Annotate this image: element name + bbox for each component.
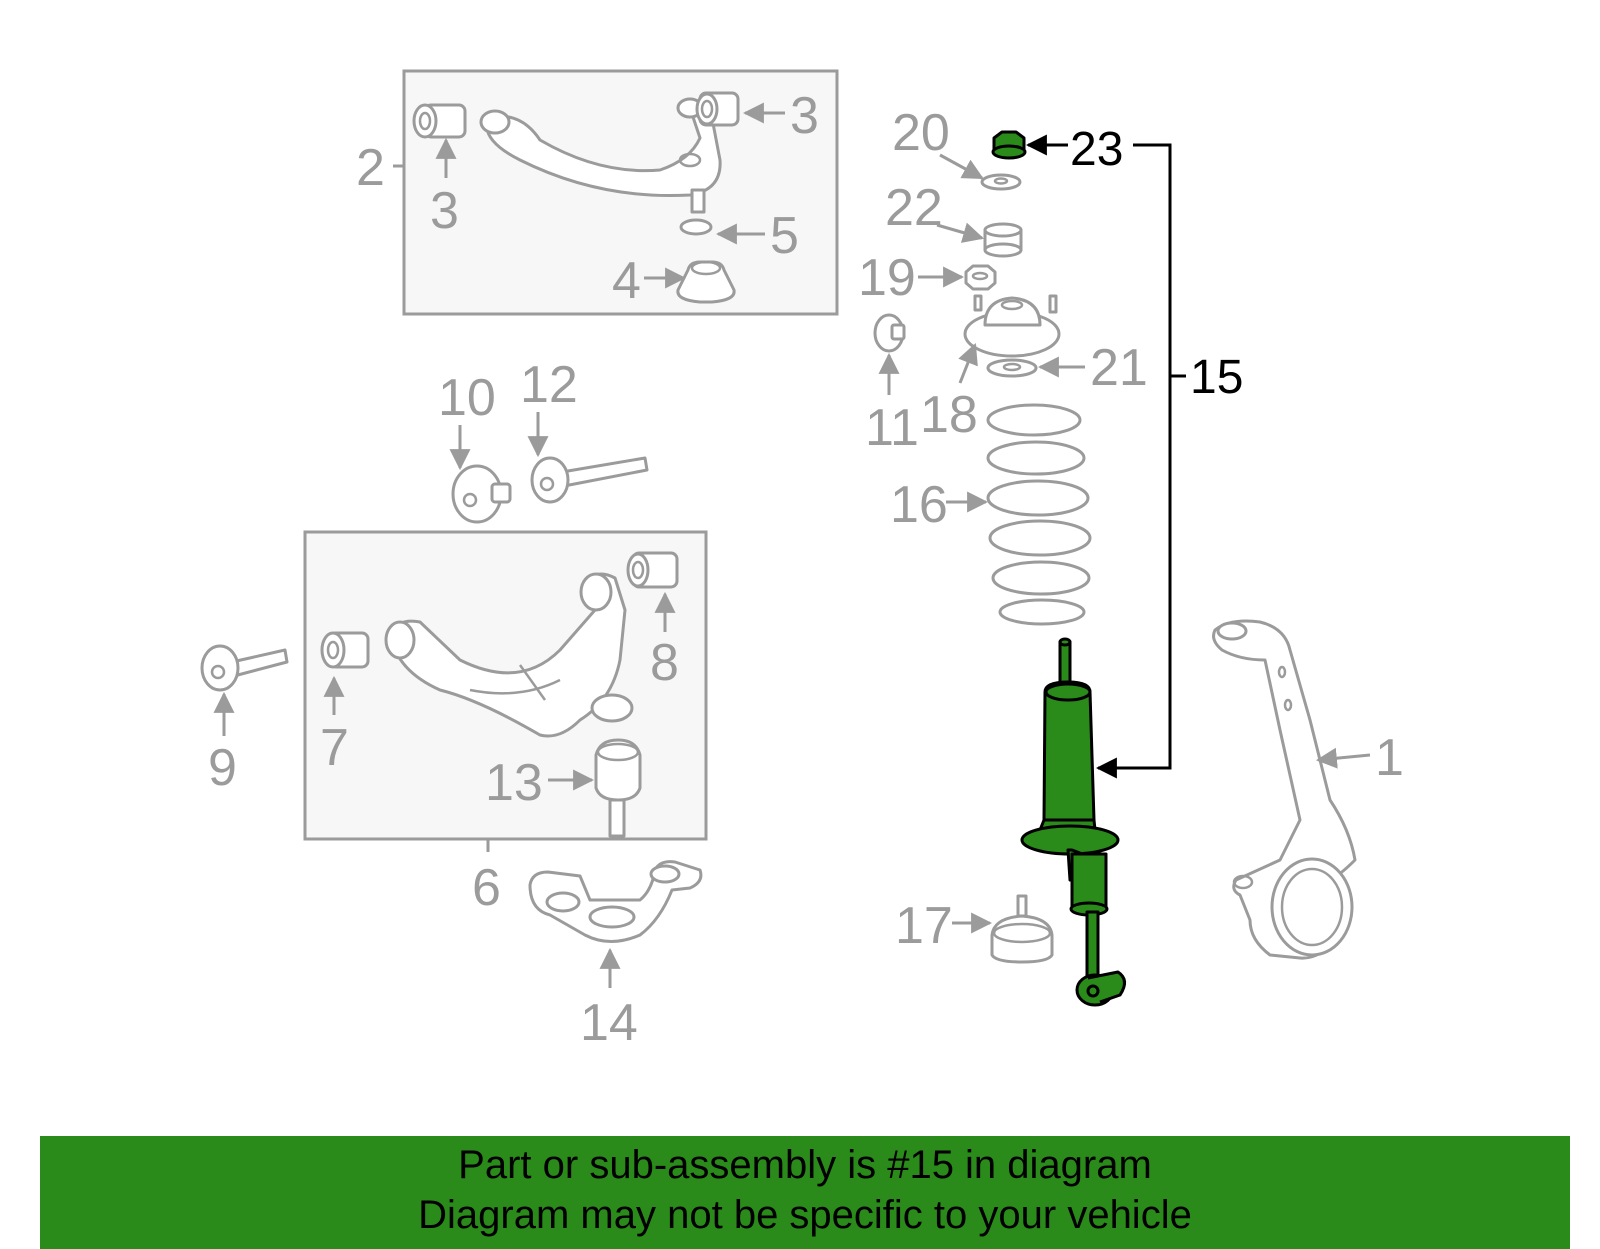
callout-19: 19 [858, 249, 916, 307]
bushing-7 [320, 631, 370, 669]
callout-10: 10 [438, 369, 496, 427]
nut-23 [991, 130, 1027, 160]
callout-15: 15 [1190, 351, 1243, 404]
callout-2: 2 [356, 139, 385, 197]
callout-22: 22 [885, 179, 943, 237]
leader-18 [958, 343, 978, 384]
callout-8: 8 [650, 634, 679, 692]
bushing-11 [873, 313, 906, 353]
assembly-bracket-15 [1095, 143, 1172, 779]
bushing-3-left [412, 103, 467, 139]
washer-20-hole [993, 177, 1009, 185]
bolt-9 [200, 644, 289, 692]
banner-line-1: Part or sub-assembly is #15 in diagram [458, 1143, 1152, 1187]
bushing-3-right [695, 91, 740, 127]
leader-22 [936, 222, 985, 243]
callout-7: 7 [320, 719, 349, 777]
washer-20 [980, 173, 1022, 191]
bracket-14 [528, 860, 703, 943]
lower-control-arm [384, 572, 634, 738]
callout-20: 20 [892, 104, 950, 162]
callout-3a: 3 [430, 182, 459, 240]
callout-17: 17 [895, 897, 953, 955]
leader-20 [939, 153, 984, 180]
callout-3b: 3 [790, 87, 819, 145]
nut-19 [964, 264, 997, 291]
callout-14: 14 [580, 994, 638, 1052]
shock-absorber [1020, 637, 1126, 1007]
cam-bolt-12 [530, 456, 649, 504]
banner-line-2: Diagram may not be specific to your vehi… [418, 1193, 1192, 1237]
boot-4 [676, 260, 736, 304]
callout-5: 5 [770, 207, 799, 265]
cam-washer-10 [451, 464, 512, 524]
callout-18: 18 [920, 386, 978, 444]
info-banner: Part or sub-assembly is #15 in diagram D… [40, 1136, 1570, 1249]
callout-23: 23 [1070, 123, 1123, 176]
callout-11: 11 [865, 399, 919, 457]
insulator-21 [986, 358, 1038, 378]
leader-1 [1315, 747, 1371, 769]
spacer-22 [983, 222, 1023, 258]
bump-stop-17 [990, 894, 1054, 964]
callout-13: 13 [485, 754, 543, 812]
callout-16: 16 [890, 476, 948, 534]
ring-5 [679, 218, 713, 236]
steering-knuckle-1 [1212, 619, 1357, 960]
callout-4: 4 [612, 252, 641, 310]
callout-9: 9 [208, 739, 237, 797]
ball-joint-13 [594, 738, 642, 838]
upper-mount-18 [963, 294, 1061, 358]
callout-12: 12 [520, 356, 578, 414]
bushing-8 [626, 551, 679, 589]
callout-21: 21 [1090, 339, 1148, 397]
callout-6: 6 [472, 859, 501, 917]
coil-spring-16 [986, 403, 1092, 626]
insulator-21-hole [1002, 362, 1022, 372]
callout-1: 1 [1375, 729, 1404, 787]
